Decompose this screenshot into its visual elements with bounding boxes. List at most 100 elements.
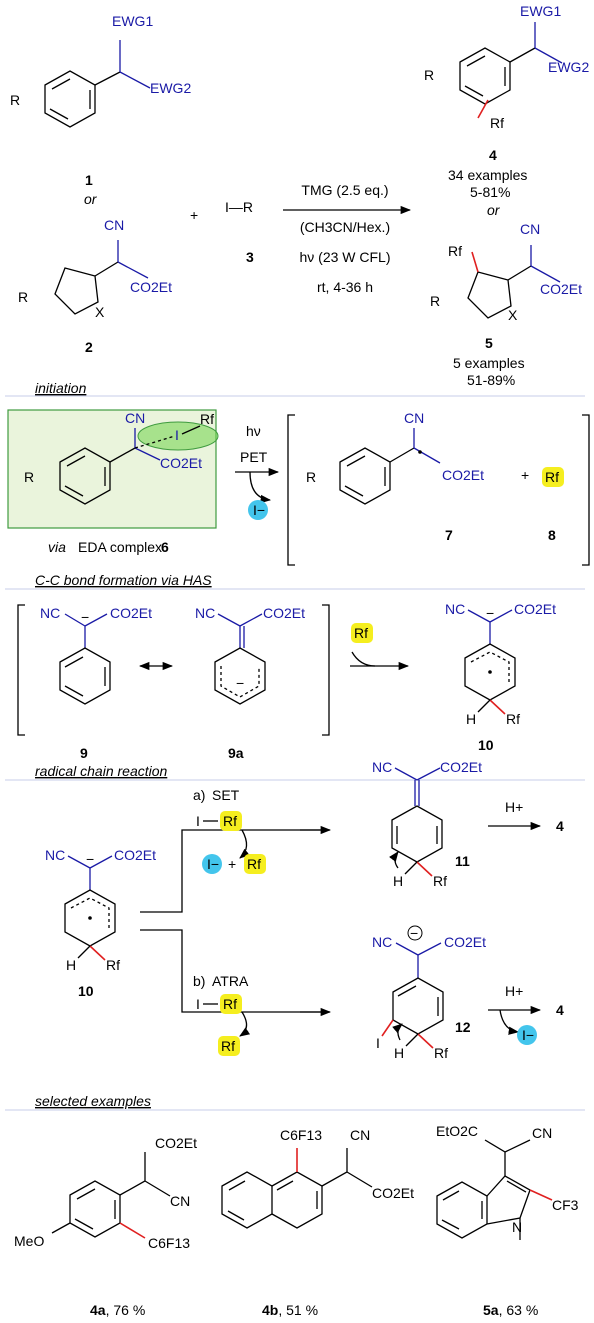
r-group: R	[24, 469, 34, 485]
label-10: 10	[78, 983, 94, 999]
path-b-line	[140, 929, 325, 1013]
svg-text:−: −	[410, 925, 418, 941]
rf-text: Rf	[223, 813, 237, 829]
iodide-badge	[248, 500, 268, 520]
path-b-label: b)	[193, 973, 205, 989]
nc-text: NC	[445, 601, 465, 617]
label-1: 1	[85, 172, 93, 188]
anion-9a: − NC CO2Et	[195, 605, 305, 705]
plus-sign: +	[228, 856, 236, 872]
has-heading: C-C bond formation via HAS	[35, 572, 212, 588]
product-4: R EWG1 EWG2 Rf	[424, 3, 589, 131]
cn-text: CN	[170, 1193, 190, 1209]
iodine-atom: I	[196, 996, 200, 1012]
example-5a-caption: 5a, 63 %	[483, 1302, 538, 1318]
rf-text: Rf	[490, 115, 504, 131]
rf-radical-text: Rf	[354, 625, 368, 641]
radical-7: R CN CO2Et	[306, 410, 484, 505]
meo-text: MeO	[14, 1233, 44, 1249]
x-atom: X	[508, 307, 518, 323]
iodide-text: I−	[253, 502, 265, 518]
svg-text:EWG2: EWG2	[150, 80, 191, 96]
co2et-text: CO2Et	[110, 605, 152, 621]
label-9a: 9a	[228, 745, 244, 761]
cn-text: CN	[532, 1125, 552, 1141]
plus-sign: +	[190, 207, 198, 223]
ewg2-text: EWG2	[548, 59, 589, 75]
cond-line-2: (CH3CN/Hex.)	[300, 219, 390, 235]
h-plus-text: H+	[505, 983, 523, 999]
product-11: NC CO2Et H Rf	[372, 759, 482, 889]
svg-text:EWG1: EWG1	[112, 13, 153, 29]
intermediate-10: NC CO2Et − H Rf	[445, 601, 556, 727]
bracket-left	[17, 604, 25, 736]
eda-text: EDA complex	[78, 539, 162, 555]
cn-text: CN	[350, 1127, 370, 1143]
prod4-yield: 5-81%	[470, 184, 510, 200]
nc-text: NC	[40, 605, 60, 621]
c6f13-text: C6F13	[280, 1127, 322, 1143]
chain-heading: radical chain reaction	[35, 763, 168, 779]
cn-text: CN	[404, 410, 424, 426]
cn-text: CN	[520, 221, 540, 237]
label-12: 12	[455, 1019, 471, 1035]
label-9: 9	[80, 745, 88, 761]
nc-text: NC	[372, 759, 392, 775]
substrate-2: CN CO2Et R X	[18, 217, 172, 320]
iodine-atom: I	[376, 1035, 380, 1051]
n-atom: N	[512, 1219, 522, 1235]
bracket-right	[322, 604, 330, 736]
rf-text: Rf	[448, 243, 462, 259]
rf-radical-text: Rf	[545, 469, 559, 485]
r-group: R	[424, 67, 434, 83]
eto2c-text: EtO2C	[436, 1123, 478, 1139]
nc-text: NC	[372, 934, 392, 950]
or-text: or	[84, 191, 98, 207]
nc-text: NC	[195, 605, 215, 621]
example-4a: CO2Et CN MeO C6F13	[14, 1135, 197, 1251]
iodide-badge	[202, 854, 222, 874]
nc-text: NC	[45, 847, 65, 863]
svg-text:−: −	[236, 675, 244, 691]
cf3-text: CF3	[552, 1197, 579, 1213]
product-5: Rf CN CO2Et R X	[430, 221, 582, 323]
label-7: 7	[445, 527, 453, 543]
r-group: R	[430, 293, 440, 309]
reagent-3: I—R	[225, 199, 253, 215]
h-plus-text: H+	[505, 799, 523, 815]
example-4b: C6F13 CN CO2Et	[221, 1127, 414, 1229]
svg-text:−: −	[81, 609, 89, 625]
eda-interaction-ellipse	[137, 421, 219, 451]
label-11: 11	[455, 853, 470, 869]
example-5a: EtO2C CN CF3 N	[436, 1123, 579, 1240]
co2et-text: CO2Et	[155, 1135, 197, 1151]
plus-sign: +	[521, 467, 529, 483]
rf-text: Rf	[506, 711, 520, 727]
label-3: 3	[246, 249, 254, 265]
path-a-line	[140, 829, 325, 913]
co2et-text: CO2Et	[440, 759, 482, 775]
product-4-a: 4	[556, 818, 564, 834]
rf-text: Rf	[200, 411, 214, 427]
prod5-examples: 5 examples	[453, 355, 525, 371]
initiation-heading: initiation	[35, 380, 87, 396]
ewg1-text: EWG1	[520, 3, 561, 19]
co2et-text: CO2Et	[372, 1185, 414, 1201]
h-atom: H	[466, 711, 476, 727]
co2et-text: CO2Et	[514, 601, 556, 617]
examples-heading: selected examples	[35, 1093, 151, 1109]
product-4-b: 4	[556, 1002, 564, 1018]
svg-text:−: −	[86, 851, 94, 867]
co2et-text: CO2Et	[114, 847, 156, 863]
pet-text: PET	[240, 449, 268, 465]
r-group: R	[306, 469, 316, 485]
anion-9: NC CO2Et −	[40, 605, 152, 705]
iodide-text: I−	[207, 856, 219, 872]
cn-text: CN	[125, 410, 145, 426]
cn-text: CN	[104, 217, 124, 233]
via-text: via	[48, 539, 66, 555]
bracket-right	[582, 414, 590, 566]
co2et-text: CO2Et	[160, 455, 202, 471]
svg-text:−: −	[486, 605, 494, 621]
example-4a-caption: 4a, 76 %	[90, 1302, 145, 1318]
